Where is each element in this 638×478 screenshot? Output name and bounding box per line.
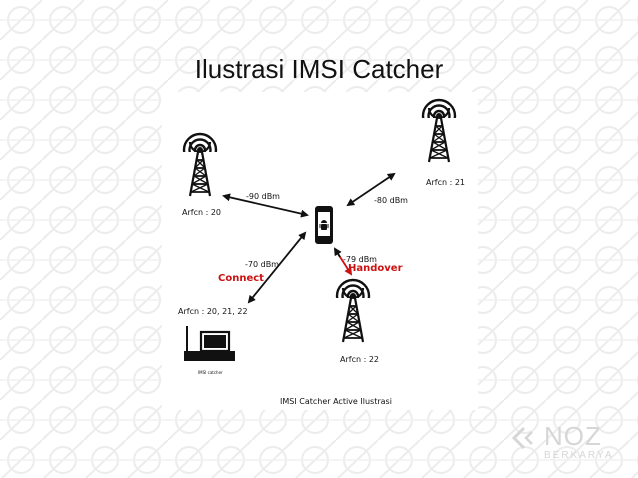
- logo-main-text: NOZ: [544, 421, 602, 451]
- chevron-logo-icon: [511, 426, 533, 450]
- cell-tower-icon: [332, 278, 374, 344]
- catcher-arfcn-label: Arfcn : 20, 21, 22: [178, 307, 248, 316]
- signal-label-tower21: -80 dBm: [374, 196, 408, 205]
- arrow-handover-tail: [333, 247, 342, 258]
- logo-sub-text: BERKARYA: [544, 450, 614, 461]
- imsi-catcher-device-caption: IMSI catcher: [198, 370, 223, 375]
- tower-arfcn-21-label: Arfcn : 21: [426, 178, 465, 187]
- imsi-catcher-diagram: Arfcn : 20 Arfcn : 21 Arfcn : 22 -90 dBm…: [178, 98, 465, 406]
- signal-label-tower20: -90 dBm: [246, 192, 280, 201]
- diagram-caption: IMSI Catcher Active Ilustrasi: [280, 397, 392, 406]
- signal-label-tower22: -79 dBm: [343, 255, 377, 264]
- handover-label: Handover: [348, 263, 403, 274]
- laptop-icon: [184, 326, 235, 361]
- arrow-catcher-phone: [247, 231, 307, 304]
- arrow-tower20-phone: [222, 193, 309, 218]
- signal-label-catcher: -70 dBm: [245, 260, 279, 269]
- slide-title: Ilustrasi IMSI Catcher: [194, 54, 444, 84]
- tower-arfcn-22-label: Arfcn : 22: [340, 355, 379, 364]
- arrow-tower21-phone: [346, 172, 396, 207]
- android-icon: [319, 220, 329, 230]
- noz-berkarya-logo: NOZ BERKARYA: [511, 421, 614, 461]
- cell-tower-icon: [179, 132, 221, 198]
- smartphone-icon: [315, 206, 333, 244]
- connect-label: Connect: [218, 273, 264, 284]
- cell-tower-icon: [418, 98, 460, 164]
- tower-arfcn-20-label: Arfcn : 20: [182, 208, 221, 217]
